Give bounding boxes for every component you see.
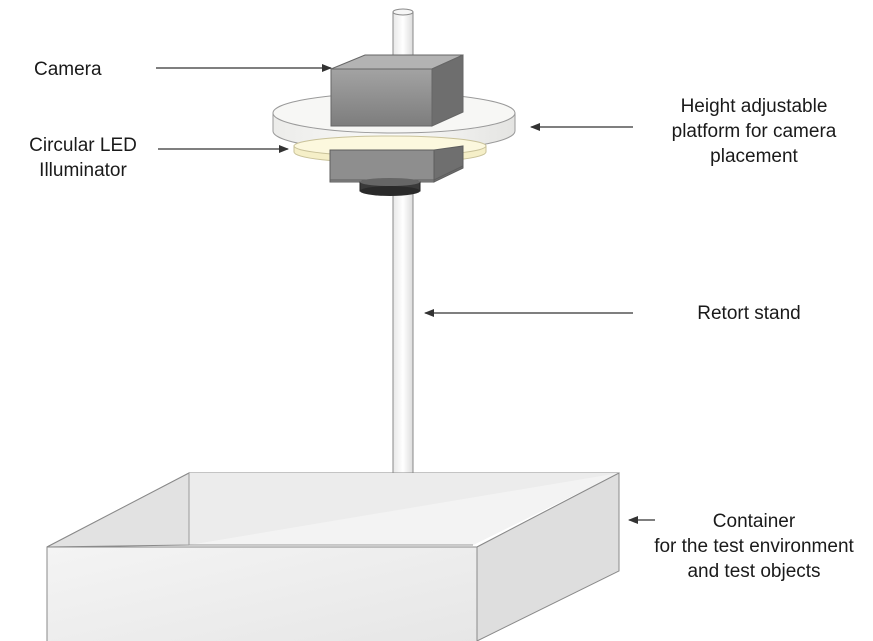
led-label-line2: Illuminator xyxy=(39,160,127,181)
stand-rod-main xyxy=(392,192,414,479)
container-label-line1: Container xyxy=(713,511,796,532)
camera-lens xyxy=(359,178,421,196)
container-box xyxy=(46,472,620,641)
container-label-line3: and test objects xyxy=(687,561,820,582)
camera-label: Camera xyxy=(34,59,102,80)
stand-rod-cap xyxy=(392,8,414,16)
circular-led-illuminator xyxy=(293,135,487,181)
led-label-line1: Circular LED xyxy=(29,135,137,156)
container-label-line2: for the test environment xyxy=(654,536,854,557)
callout-arrows xyxy=(156,64,655,524)
camera-body xyxy=(330,54,464,127)
platform-label-line1: Height adjustable xyxy=(681,96,828,117)
platform-label-line3: placement xyxy=(710,146,798,167)
platform-label-line2: platform for camera xyxy=(672,121,837,142)
labels: Camera Circular LED Illuminator Height a… xyxy=(29,59,854,582)
stand-label: Retort stand xyxy=(697,303,801,324)
